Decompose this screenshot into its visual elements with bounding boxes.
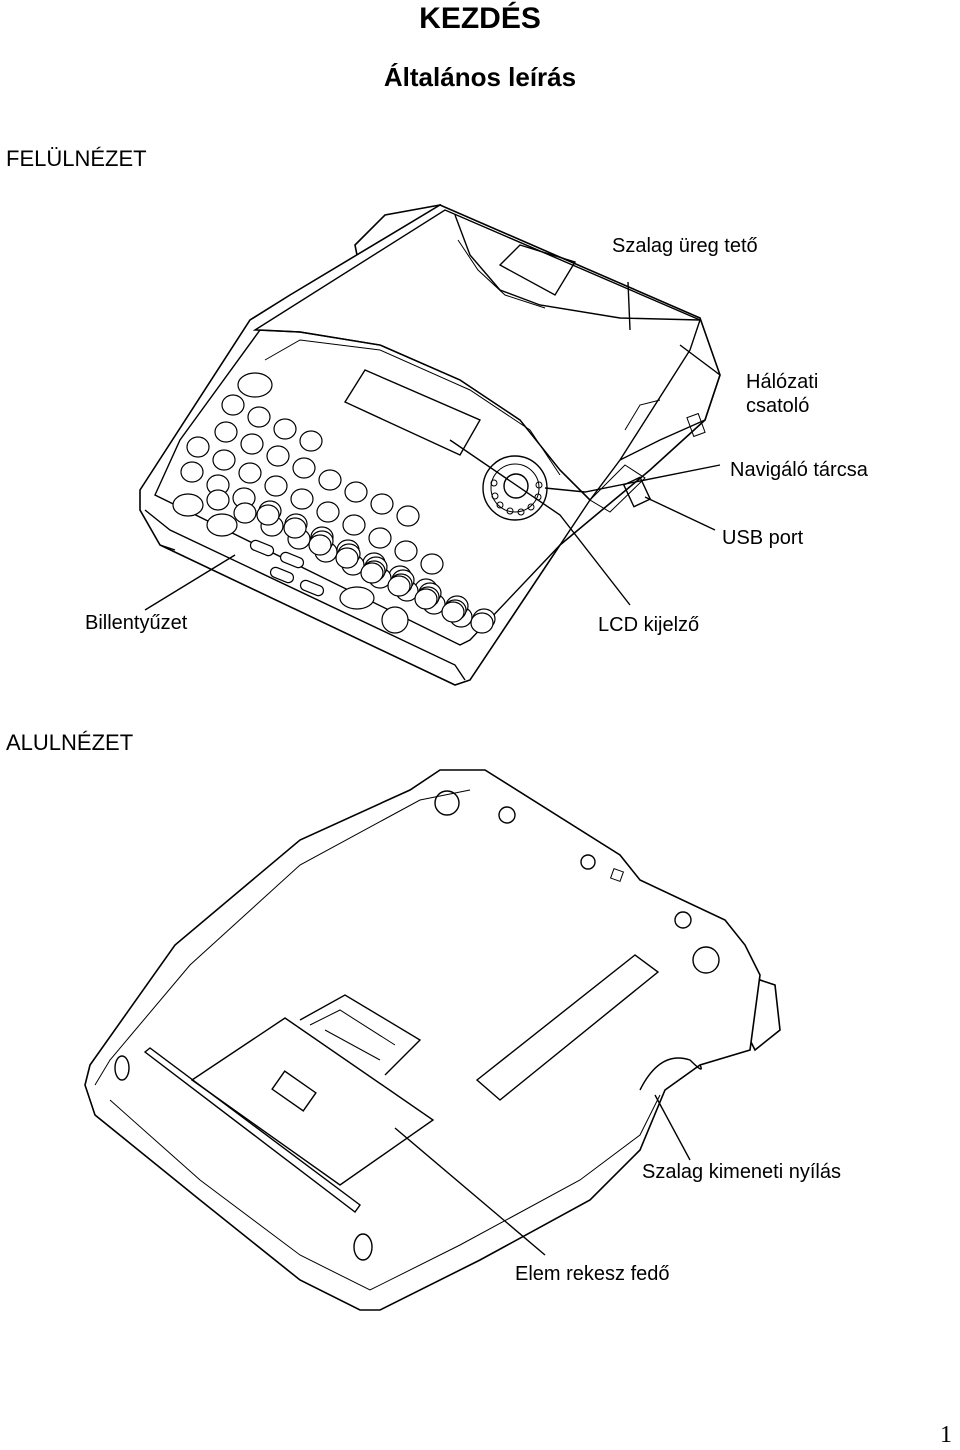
key (290, 488, 314, 510)
key (342, 514, 366, 536)
key (273, 418, 297, 440)
document-subtitle: Általános leírás (383, 62, 577, 92)
key (264, 475, 288, 497)
key (387, 575, 411, 597)
key (360, 562, 384, 584)
key (238, 462, 262, 484)
label-nav-dial: Navigáló tárcsa (730, 459, 868, 481)
key (221, 394, 245, 416)
label-tape-exit: Szalag kimeneti nyílás (642, 1161, 841, 1183)
key (318, 469, 342, 491)
top-view-heading: FELÜLNÉZET (6, 146, 147, 171)
key (368, 527, 392, 549)
page-number: 1 (940, 1422, 952, 1448)
keyboard-keys (172, 372, 496, 634)
key-large (172, 493, 204, 517)
label-tape-cover: Szalag üreg tető (612, 235, 758, 257)
key (344, 481, 368, 503)
key-large (206, 513, 238, 537)
label-keyboard: Billentyűzet (85, 612, 188, 634)
key-large (381, 606, 409, 634)
key-small (249, 539, 275, 557)
label-ac-adapter-line2: csatoló (746, 395, 810, 417)
bottom-view-illustration (84, 769, 781, 1311)
key (441, 601, 465, 623)
document-title: KEZDÉS (419, 2, 541, 35)
key (283, 517, 307, 539)
key (214, 421, 238, 443)
key-small (269, 566, 295, 584)
key (292, 457, 316, 479)
key (370, 493, 394, 515)
key (266, 445, 290, 467)
key (335, 547, 359, 569)
key (299, 430, 323, 452)
key-small (279, 551, 305, 569)
key (186, 436, 210, 458)
key (316, 501, 340, 523)
label-ac-adapter-line1: Hálózati (746, 371, 819, 393)
key (420, 553, 444, 575)
key (180, 461, 204, 483)
label-usb-port: USB port (722, 527, 804, 549)
key (240, 433, 264, 455)
key (470, 612, 494, 634)
key (414, 588, 438, 610)
key-small (299, 579, 325, 597)
key (247, 406, 271, 428)
key (308, 534, 332, 556)
key (394, 540, 418, 562)
key (233, 502, 257, 524)
label-lcd: LCD kijelző (598, 614, 700, 636)
key-large (339, 586, 375, 610)
key (256, 504, 280, 526)
top-view-illustration (139, 203, 721, 686)
bottom-view-heading: ALULNÉZET (6, 730, 134, 755)
key (206, 489, 230, 511)
key-large (237, 372, 273, 398)
key (212, 449, 236, 471)
label-battery-cover: Elem rekesz fedő (515, 1263, 670, 1285)
key (396, 505, 420, 527)
